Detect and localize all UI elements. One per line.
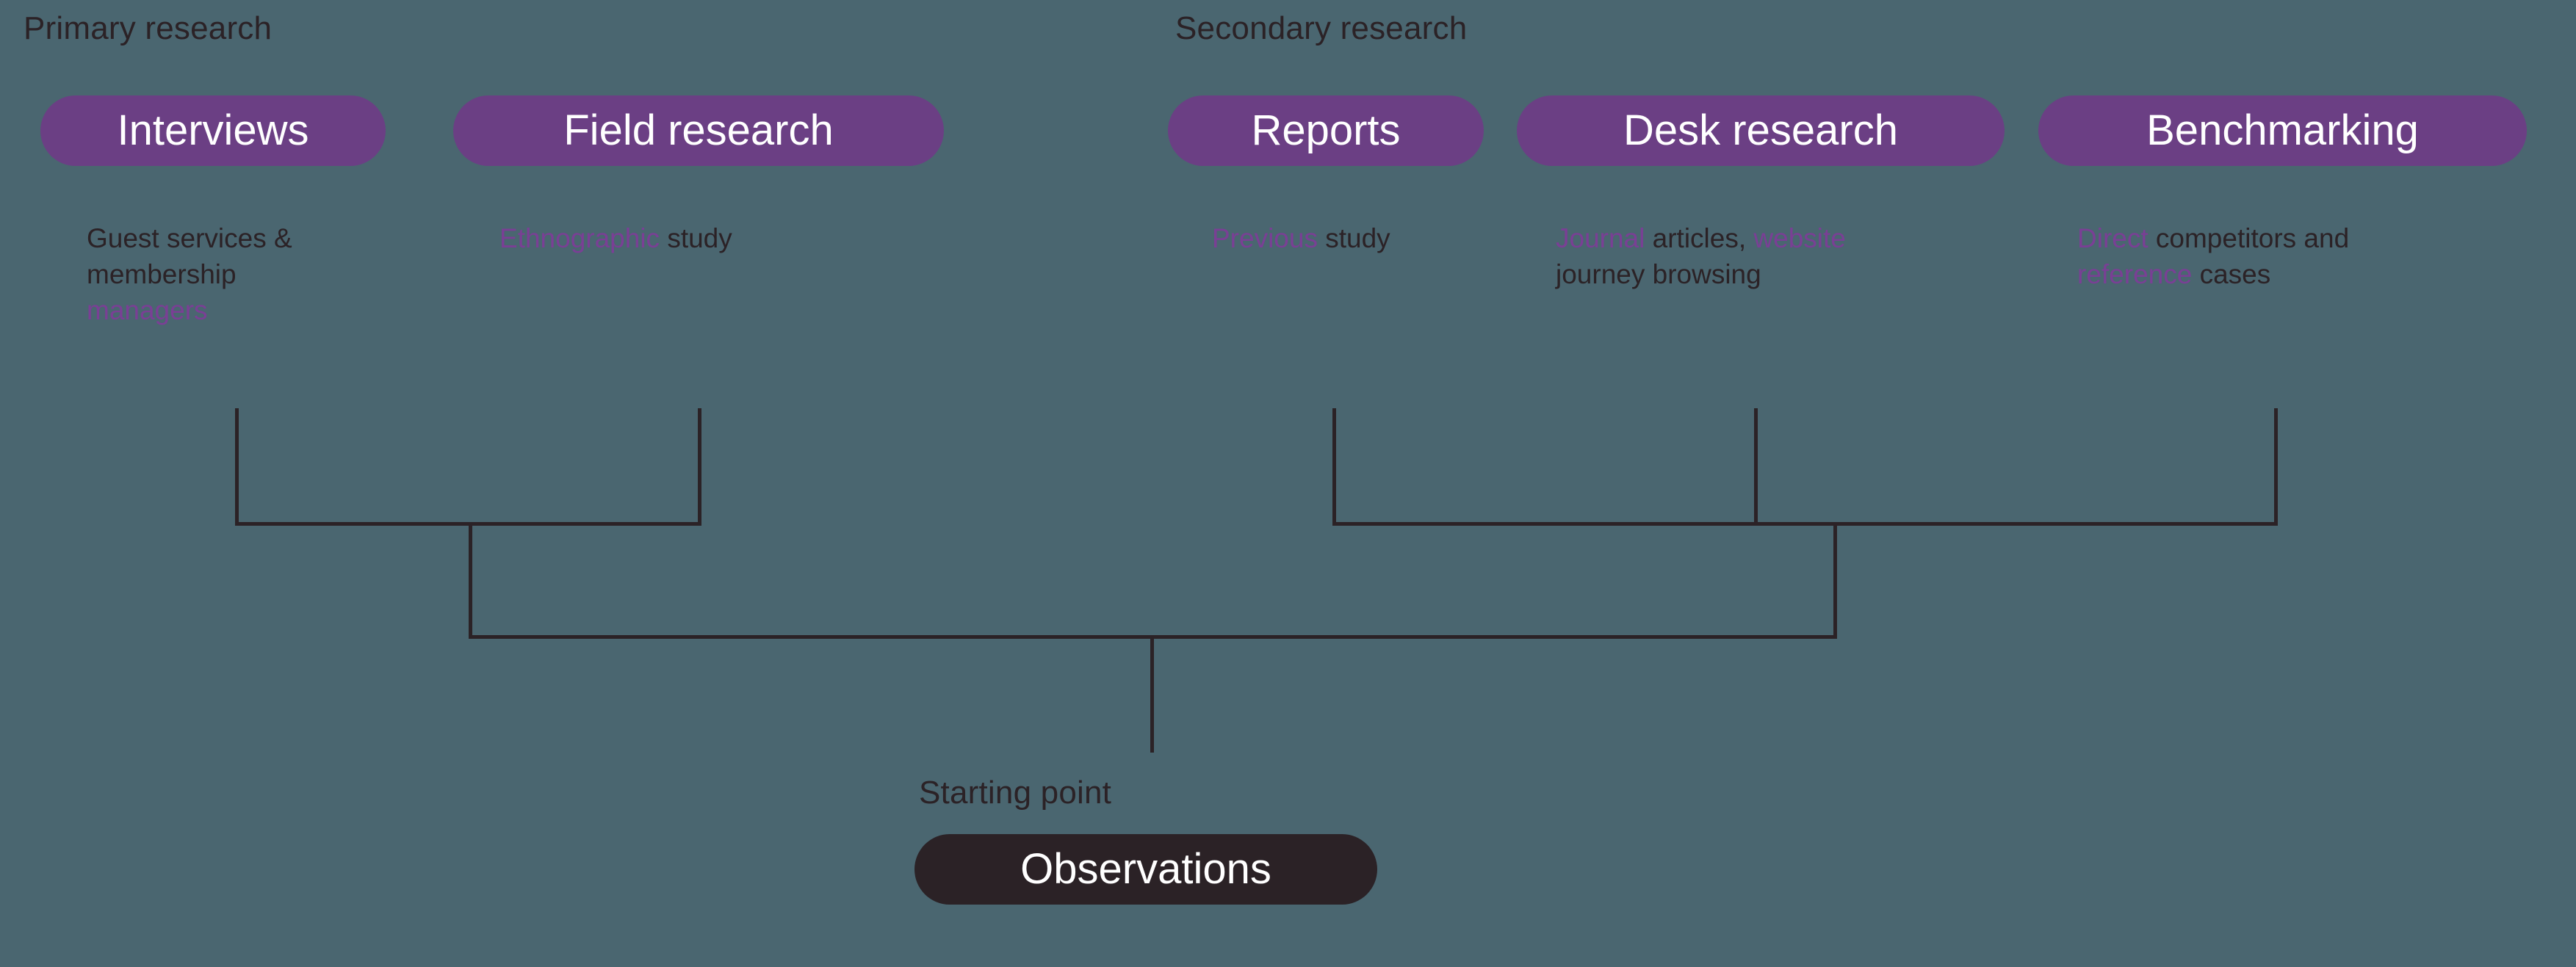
- highlighted-text: Previous: [1212, 223, 1318, 253]
- node-pill-reports[interactable]: Reports: [1168, 95, 1484, 166]
- connector-stem-reports: [1332, 408, 1336, 524]
- node-pill-label: Benchmarking: [2146, 106, 2419, 154]
- connector-stem-interviews: [235, 408, 239, 524]
- outcome-caption: Starting point: [919, 775, 1112, 811]
- node-description-desk-research: Journal articles, website journey browsin…: [1556, 220, 2018, 292]
- highlighted-text: reference: [2077, 259, 2193, 290]
- plain-text: competitors and: [2148, 223, 2350, 253]
- connector-drop-primary-group: [469, 522, 472, 637]
- node-pill-field-research[interactable]: Field research: [453, 95, 944, 166]
- connector-bar-secondary-group: [1332, 522, 2278, 526]
- highlighted-text: Journal: [1556, 223, 1645, 253]
- connector-drop-to-observations: [1150, 635, 1154, 753]
- plain-text: Guest services &: [87, 223, 292, 253]
- plain-text: journey browsing: [1556, 259, 1761, 290]
- group-label-secondary-research: Secondary research: [1175, 10, 1468, 46]
- plain-text: study: [1317, 223, 1390, 253]
- connector-stem-field-research: [698, 408, 701, 524]
- node-pill-label: Reports: [1251, 106, 1401, 154]
- node-pill-desk-research[interactable]: Desk research: [1517, 95, 2005, 166]
- node-pill-interviews[interactable]: Interviews: [40, 95, 386, 166]
- plain-text: cases: [2192, 259, 2271, 290]
- node-pill-benchmarking[interactable]: Benchmarking: [2038, 95, 2527, 166]
- highlighted-text: Direct: [2077, 223, 2149, 253]
- plain-text: articles,: [1645, 223, 1754, 253]
- connector-stem-benchmarking: [2274, 408, 2278, 524]
- plain-text: membership: [87, 259, 237, 290]
- plain-text: study: [660, 223, 732, 253]
- node-description-interviews: Guest services & membership managers: [87, 220, 432, 329]
- connector-bar-primary-group: [235, 522, 701, 526]
- highlighted-text: website: [1753, 223, 1846, 253]
- node-description-field-research: Ethnographic study: [499, 220, 970, 256]
- node-pill-label: Desk research: [1623, 106, 1898, 154]
- highlighted-text: managers: [87, 295, 208, 326]
- connector-stem-desk-research: [1754, 408, 1758, 524]
- node-description-reports: Previous study: [1212, 220, 1520, 256]
- outcome-pill-label: Observations: [1020, 845, 1271, 893]
- highlighted-text: Ethnographic: [499, 223, 660, 253]
- node-description-benchmarking: Direct competitors and reference cases: [2077, 220, 2547, 292]
- connector-drop-secondary-group: [1833, 522, 1837, 637]
- outcome-pill-observations[interactable]: Observations: [914, 834, 1377, 905]
- group-label-primary-research: Primary research: [24, 10, 273, 46]
- node-pill-label: Interviews: [117, 106, 309, 154]
- node-pill-label: Field research: [563, 106, 834, 154]
